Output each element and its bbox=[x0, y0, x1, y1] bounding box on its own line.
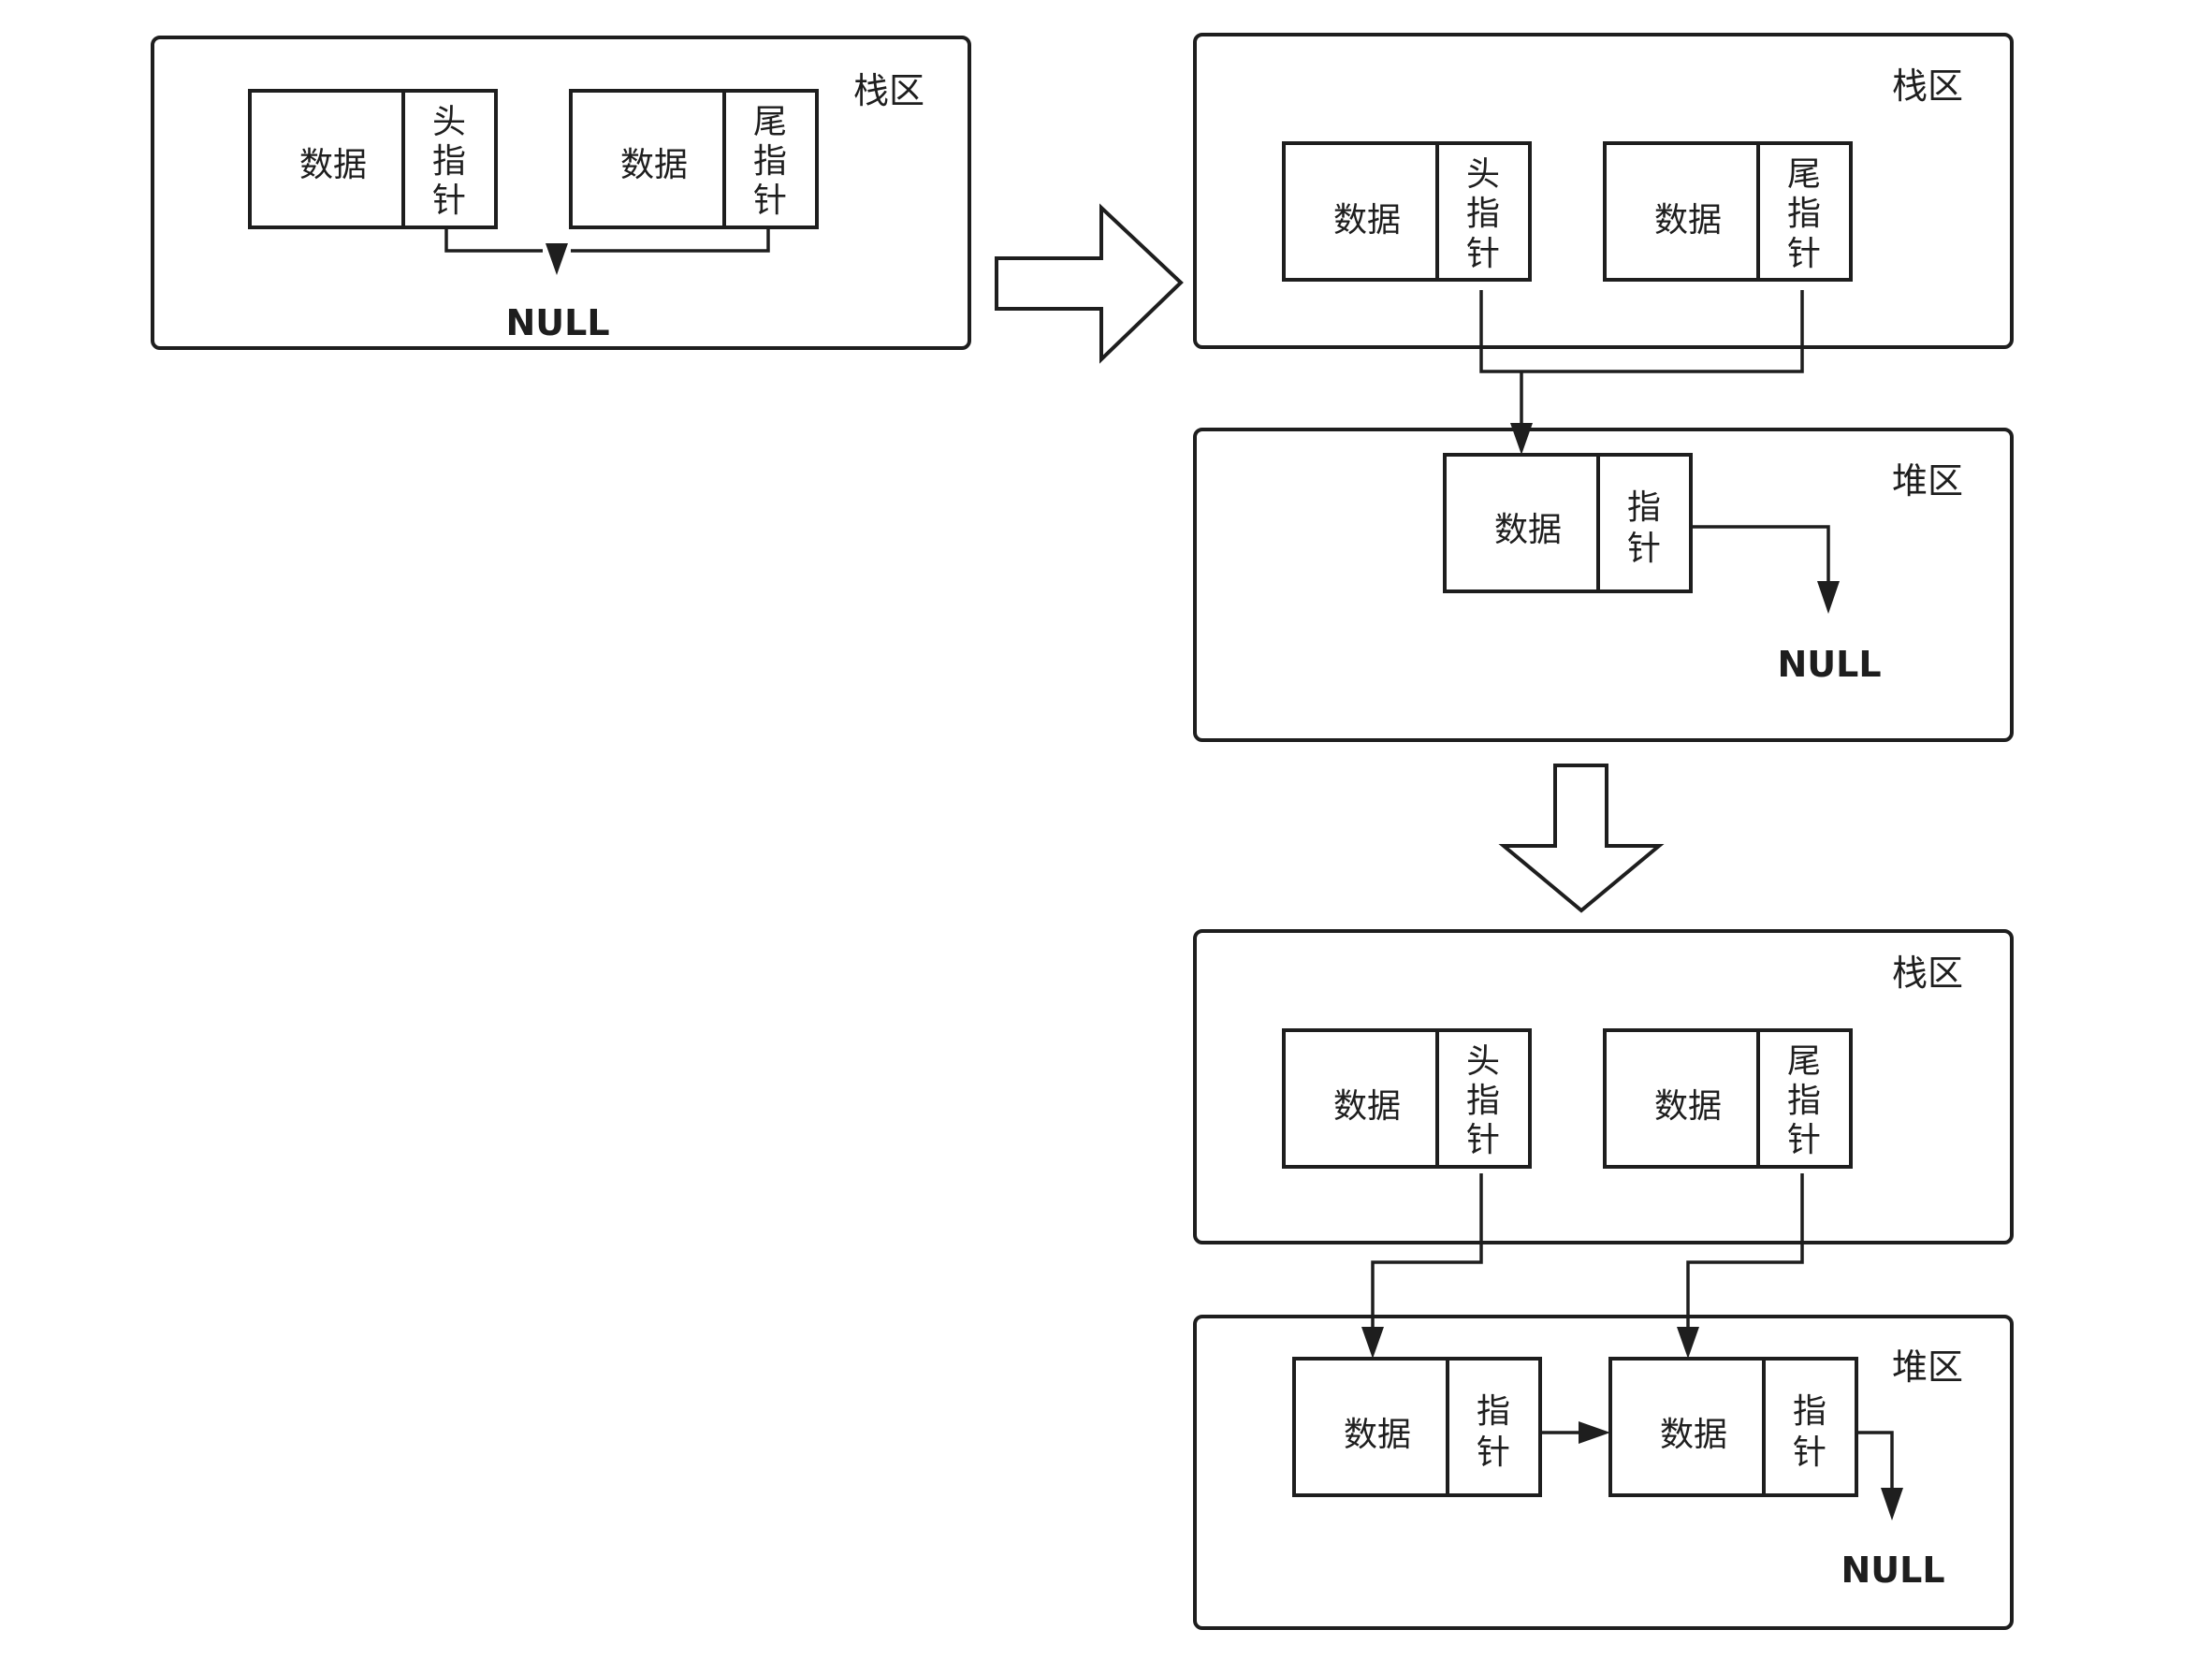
null-arrowhead bbox=[546, 243, 568, 275]
transition-down-arrow-icon bbox=[1498, 764, 1665, 913]
head-pointer-wire bbox=[444, 227, 543, 253]
heap-node-data-label: 数据 bbox=[1494, 511, 1562, 549]
tail-node-pointer-cell bbox=[722, 89, 819, 229]
heap-node-2-data-label: 数据 bbox=[1660, 1416, 1727, 1454]
tail-pointer-char-1: 尾 bbox=[1787, 155, 1821, 194]
stage-3-heap-node-1: 数据 指 针 bbox=[1292, 1357, 1542, 1497]
node-link-arrowhead bbox=[1579, 1421, 1610, 1444]
stage-3-head-node: 数据 头 指 针 bbox=[1282, 1028, 1532, 1169]
tail-pointer-wire bbox=[1686, 1173, 1804, 1329]
head-pointer-char-1: 头 bbox=[1466, 155, 1500, 194]
stage-2-stack-label: 栈区 bbox=[1892, 65, 1963, 107]
stage-1-null-label: NULL bbox=[505, 302, 609, 343]
heap-next-wire bbox=[1691, 525, 1830, 584]
head-pointer-char-3: 针 bbox=[1466, 1121, 1500, 1159]
heap-node-1-pointer-cell bbox=[1446, 1357, 1542, 1497]
head-node-data-label: 数据 bbox=[1333, 1087, 1401, 1126]
stage-3-two-nodes: 栈区 数据 头 指 针 数据 尾 指 针 堆区 数据 指 针 bbox=[1193, 929, 2014, 1630]
head-node-data-label: 数据 bbox=[299, 146, 367, 184]
heap-null-arrowhead bbox=[1817, 581, 1840, 614]
head-pointer-char-1: 头 bbox=[432, 103, 466, 141]
tail-node-data-cell bbox=[569, 89, 726, 229]
stage-1-tail-node: 数据 尾 指 针 bbox=[569, 89, 819, 229]
stage-2-tail-node: 数据 尾 指 针 bbox=[1603, 141, 1853, 282]
heap-pointer-char-1: 指 bbox=[1627, 488, 1661, 527]
stage-3-stack-label: 栈区 bbox=[1892, 953, 1963, 994]
heap-null-arrowhead bbox=[1881, 1488, 1903, 1521]
head-node-data-cell bbox=[1282, 1028, 1439, 1169]
heap-node-1-data-label: 数据 bbox=[1344, 1416, 1411, 1454]
stage-3-heap-node-2: 数据 指 针 bbox=[1608, 1357, 1858, 1497]
head-pointer-char-3: 针 bbox=[1466, 235, 1500, 273]
heap-node-1-data-cell bbox=[1292, 1357, 1449, 1497]
tail-pointer-wire bbox=[571, 227, 770, 253]
heap-node-1-pointer-char-1: 指 bbox=[1477, 1392, 1510, 1431]
tail-pointer-arrowhead bbox=[1677, 1327, 1699, 1359]
transition-right-arrow-icon bbox=[995, 203, 1184, 364]
tail-pointer-char-3: 针 bbox=[1787, 1121, 1821, 1159]
heap-node-pointer-cell bbox=[1596, 453, 1693, 593]
to-heap-node-arrowhead bbox=[1510, 423, 1533, 455]
tail-pointer-char-2: 指 bbox=[753, 142, 787, 181]
tail-pointer-char-2: 指 bbox=[1787, 195, 1821, 233]
stage-3-null-label: NULL bbox=[1841, 1550, 1944, 1591]
tail-pointer-char-1: 尾 bbox=[753, 103, 787, 141]
stage-2-heap-node: 数据 指 针 bbox=[1443, 453, 1693, 593]
head-pointer-char-2: 指 bbox=[432, 142, 466, 181]
heap-next-wire bbox=[1856, 1431, 1894, 1491]
head-pointer-char-1: 头 bbox=[1466, 1042, 1500, 1081]
stage-1-empty-list: 栈区 数据 头 指 针 数据 尾 指 针 NULL bbox=[151, 36, 971, 350]
stage-2-heap-label: 堆区 bbox=[1892, 460, 1963, 502]
stage-2-null-label: NULL bbox=[1777, 644, 1881, 685]
head-pointer-wire bbox=[1371, 1173, 1483, 1329]
tail-pointer-char-3: 针 bbox=[1787, 235, 1821, 273]
head-pointer-char-2: 指 bbox=[1466, 1082, 1500, 1120]
head-pointer-char-3: 针 bbox=[432, 182, 466, 220]
tail-node-pointer-cell bbox=[1756, 1028, 1853, 1169]
head-node-data-label: 数据 bbox=[1333, 201, 1401, 240]
heap-node-2-data-cell bbox=[1608, 1357, 1766, 1497]
stage-3-heap-label: 堆区 bbox=[1892, 1346, 1963, 1388]
tail-node-data-label: 数据 bbox=[1654, 1087, 1722, 1126]
tail-pointer-char-1: 尾 bbox=[1787, 1042, 1821, 1081]
tail-node-data-cell bbox=[1603, 1028, 1760, 1169]
head-node-data-cell bbox=[248, 89, 405, 229]
head-node-pointer-cell bbox=[1435, 1028, 1532, 1169]
tail-pointer-char-2: 指 bbox=[1787, 1082, 1821, 1120]
tail-node-data-label: 数据 bbox=[1654, 201, 1722, 240]
head-tail-pointer-wire bbox=[1479, 290, 1804, 373]
heap-pointer-char-2: 针 bbox=[1627, 530, 1661, 568]
head-node-data-cell bbox=[1282, 141, 1439, 282]
stage-2-single-node: 栈区 数据 头 指 针 数据 尾 指 针 堆区 数据 指 针 bbox=[1193, 33, 2014, 742]
tail-node-data-label: 数据 bbox=[620, 146, 688, 184]
head-node-pointer-cell bbox=[401, 89, 498, 229]
stage-1-head-node: 数据 头 指 针 bbox=[248, 89, 498, 229]
head-pointer-char-2: 指 bbox=[1466, 195, 1500, 233]
stage-3-tail-node: 数据 尾 指 针 bbox=[1603, 1028, 1853, 1169]
head-node-pointer-cell bbox=[1435, 141, 1532, 282]
heap-node-2-pointer-char-2: 针 bbox=[1793, 1433, 1826, 1472]
heap-node-2-pointer-char-1: 指 bbox=[1793, 1392, 1826, 1431]
tail-node-pointer-cell bbox=[1756, 141, 1853, 282]
heap-node-2-pointer-cell bbox=[1762, 1357, 1858, 1497]
head-pointer-arrowhead bbox=[1361, 1327, 1384, 1359]
heap-node-1-pointer-char-2: 针 bbox=[1477, 1433, 1510, 1472]
stage-2-head-node: 数据 头 指 针 bbox=[1282, 141, 1532, 282]
tail-pointer-char-3: 针 bbox=[753, 182, 787, 220]
stage-1-stack-label: 栈区 bbox=[853, 70, 924, 111]
tail-node-data-cell bbox=[1603, 141, 1760, 282]
